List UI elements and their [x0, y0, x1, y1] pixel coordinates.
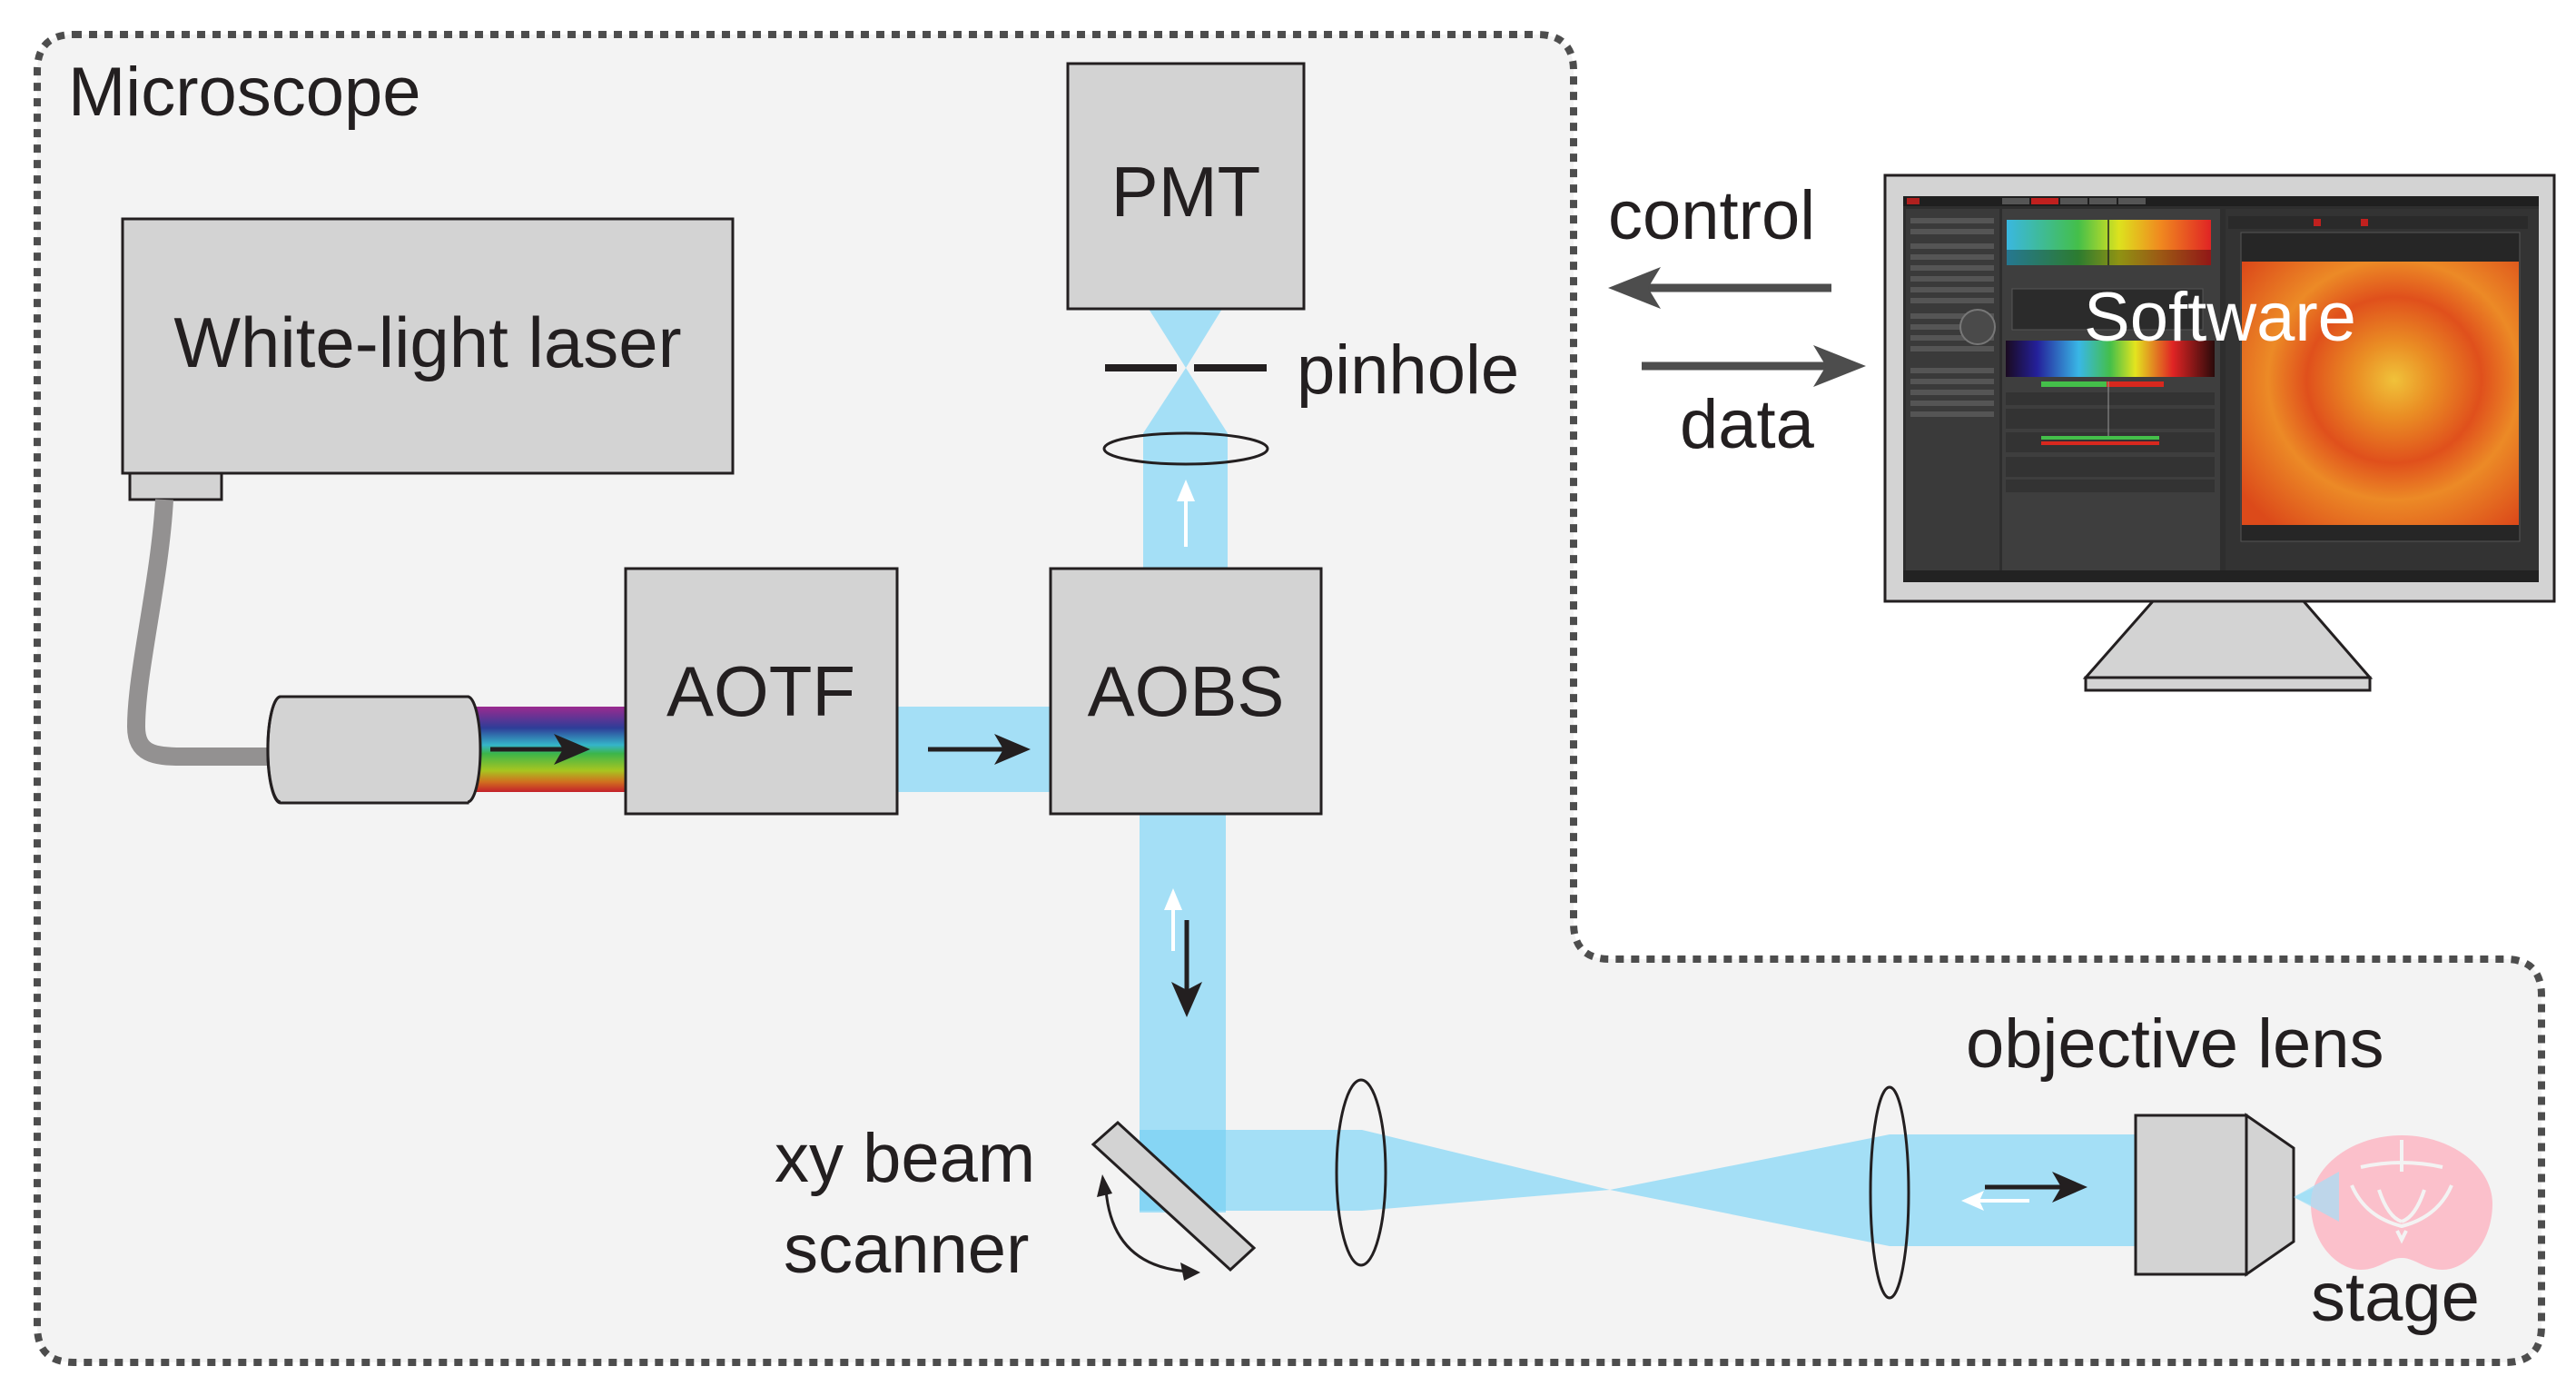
arrow-up-icon — [1177, 480, 1195, 547]
beam-cone-lower — [1143, 368, 1228, 433]
beam-relay-converging — [1362, 1130, 1610, 1211]
app-tab-active[interactable] — [2031, 198, 2058, 204]
brain-sample — [2294, 1135, 2492, 1270]
software-screen — [1903, 196, 2539, 582]
beam-cone-upper — [1149, 309, 1222, 368]
aobs-label: AOBS — [1088, 651, 1285, 731]
scan-lens — [1335, 1078, 1387, 1267]
control-label: control — [1608, 177, 1815, 254]
fiber-collimator — [266, 695, 482, 805]
arrow-right-icon — [490, 734, 590, 765]
arrow-down-icon — [1171, 920, 1202, 1017]
objective-label: objective lens — [1966, 1005, 2384, 1083]
xy-scanner-mirror — [1091, 1120, 1257, 1272]
monitor-stand — [2082, 599, 2374, 679]
pmt-label: PMT — [1111, 152, 1261, 232]
pinhole-label: pinhole — [1297, 332, 1519, 409]
computer-monitor: Software — [1883, 173, 2556, 692]
laser-fiber-connector — [128, 471, 223, 501]
beam-path-panel — [2002, 209, 2220, 570]
pmt-detector: PMT — [1066, 62, 1306, 311]
stage-label: stage — [2311, 1259, 2480, 1336]
objective-lens — [2134, 1113, 2347, 1277]
tube-lens — [1869, 1085, 1910, 1300]
app-tab[interactable] — [2060, 198, 2087, 204]
emission-spectrum — [2006, 341, 2215, 377]
beam-relay-diverging — [1610, 1134, 1890, 1246]
data-arrow-icon — [1642, 345, 1866, 387]
monitor-base — [2084, 676, 2372, 692]
app-tab[interactable] — [2089, 198, 2117, 204]
white-light-laser: White-light laser — [121, 217, 735, 501]
microscope-label: Microscope — [68, 54, 421, 131]
app-tab[interactable] — [2118, 198, 2146, 204]
arrow-right-icon — [928, 734, 1031, 765]
rotate-arrow-icon — [1097, 1174, 1200, 1281]
aotf: AOTF — [624, 567, 899, 816]
aobs: AOBS — [1049, 567, 1323, 816]
scanner-label-line2: scanner — [784, 1211, 1029, 1288]
app-tab[interactable] — [2002, 198, 2029, 204]
data-label: data — [1680, 386, 1815, 463]
aotf-label: AOTF — [666, 651, 855, 731]
software-label: Software — [2084, 279, 2356, 356]
beam-to-objective — [1890, 1134, 2139, 1246]
acquired-image — [2242, 262, 2519, 525]
scanner-label-line1: xy beam — [775, 1120, 1035, 1197]
control-arrow-icon — [1608, 267, 1831, 309]
arrow-left-icon — [1961, 1191, 2029, 1211]
arrow-right-icon — [1985, 1172, 2087, 1203]
collection-lens — [1102, 431, 1269, 466]
optical-fiber — [126, 499, 271, 766]
laser-label: White-light laser — [173, 302, 681, 382]
arrow-up-icon — [1164, 888, 1182, 951]
